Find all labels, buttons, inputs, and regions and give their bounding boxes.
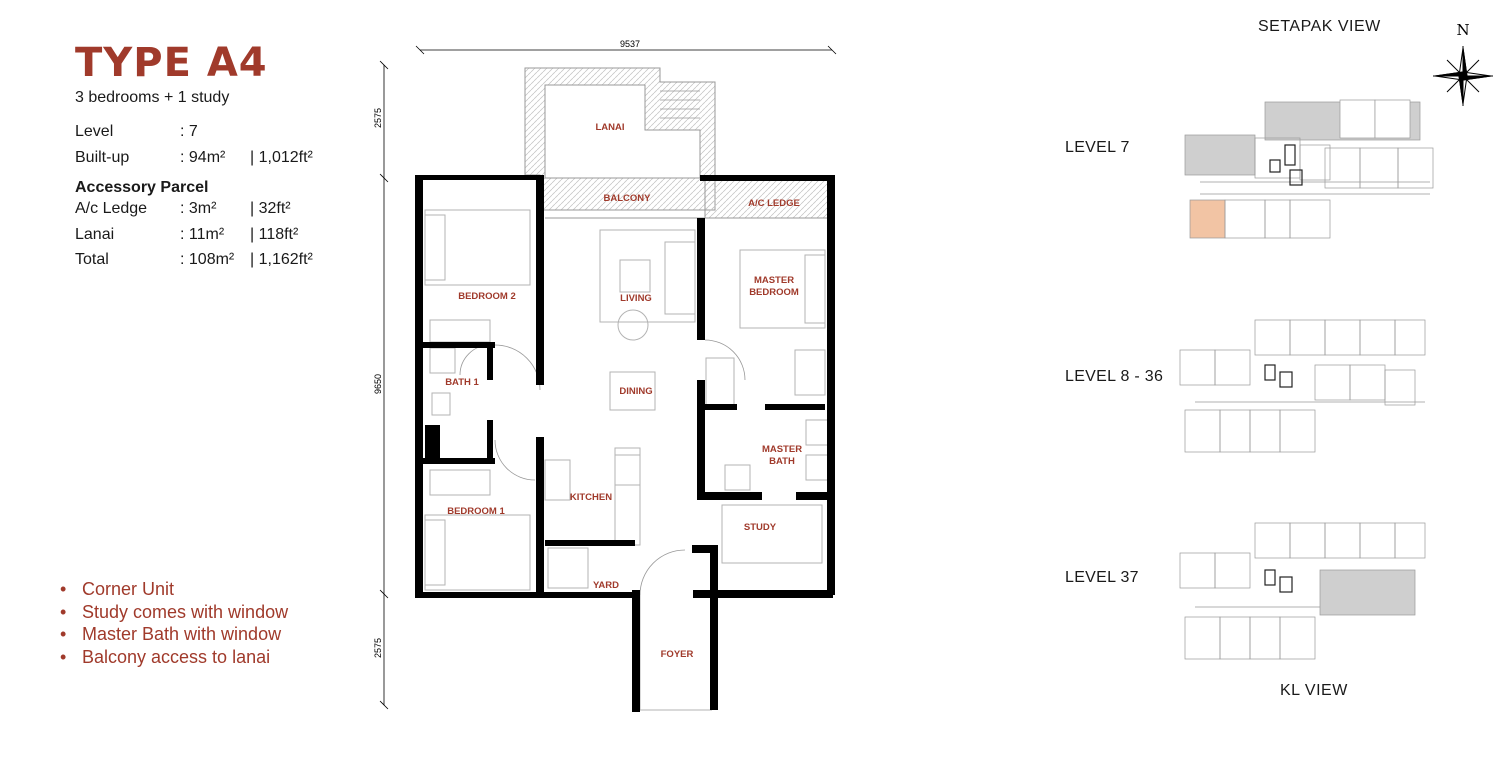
spec-value-metric: : 94m² <box>180 149 226 166</box>
bullet: • <box>60 624 67 644</box>
room-label-yard: YARD <box>593 580 619 591</box>
room-label-dining: DINING <box>619 386 652 397</box>
bullet: • <box>60 579 67 599</box>
level-label-37: LEVEL 37 <box>1065 569 1139 586</box>
room-label-master-bath-1: MASTER <box>762 444 802 455</box>
spec-label: A/c Ledge <box>75 200 148 217</box>
room-label-ac-ledge: A/C LEDGE <box>748 198 800 209</box>
kl-view-label: KL VIEW <box>1280 682 1348 699</box>
feature-list: • Corner Unit • Study comes with window • M… <box>60 578 288 668</box>
feature-text: Study comes with window <box>82 601 289 622</box>
spec-value-metric: : 3m² <box>180 200 217 217</box>
key-plan-level-7 <box>1184 99 1434 239</box>
feature-text: Balcony access to lanai <box>82 646 271 667</box>
feature-item: • Master Bath with window <box>60 623 288 646</box>
spec-label: Total <box>75 251 109 268</box>
room-label-foyer: FOYER <box>661 649 694 660</box>
spec-label: Level <box>75 123 114 140</box>
north-label: N <box>1456 21 1469 39</box>
floor-plan: 9537 2575 9650 2575 <box>373 40 837 712</box>
setapak-view-label: SETAPAK VIEW <box>1258 18 1381 35</box>
dim-bottom-label: 2575 <box>373 638 383 658</box>
room-label-bath-1: BATH 1 <box>445 377 479 388</box>
key-plan-level-8-36 <box>1179 319 1426 453</box>
spec-level: Level : 7 <box>75 123 198 141</box>
level-label-7: LEVEL 7 <box>1065 139 1130 156</box>
dim-height-label: 9650 <box>373 374 383 394</box>
feature-item: • Balcony access to lanai <box>60 646 288 669</box>
spec-value-imperial: | 1,012ft² <box>250 149 313 166</box>
key-plan-level-37 <box>1179 522 1426 660</box>
accessory-parcel-heading: Accessory Parcel <box>75 179 209 196</box>
spec-builtup: Built-up : 94m² | 1,012ft² <box>75 149 313 167</box>
spec-label: Lanai <box>75 226 115 243</box>
compass-rose-icon: N <box>1433 21 1493 106</box>
feature-item: • Corner Unit <box>60 578 288 601</box>
level-label-8-36: LEVEL 8 - 36 <box>1065 368 1164 385</box>
spec-value: : 7 <box>180 123 198 140</box>
room-label-bedroom-2: BEDROOM 2 <box>458 291 516 302</box>
room-label-master-bedroom-2: BEDROOM <box>749 287 799 298</box>
spec-total: Total : 108m² | 1,162ft² <box>75 251 313 269</box>
unit-type-title: TYPE A4 <box>75 40 268 86</box>
lanai-area <box>524 67 716 211</box>
spec-label: Built-up <box>75 149 130 166</box>
room-label-bedroom-1: BEDROOM 1 <box>447 506 505 517</box>
unit-subtitle: 3 bedrooms + 1 study <box>75 89 230 106</box>
feature-item: • Study comes with window <box>60 601 288 624</box>
room-label-master-bedroom-1: MASTER <box>754 275 794 286</box>
room-label-master-bath-2: BATH <box>769 456 795 467</box>
feature-text: Master Bath with window <box>82 624 282 644</box>
room-label-study: STUDY <box>744 522 777 533</box>
walls <box>415 175 835 712</box>
spec-ac-ledge: A/c Ledge : 3m² | 32ft² <box>75 200 291 218</box>
spec-value-imperial: | 1,162ft² <box>250 251 313 268</box>
room-label-lanai: LANAI <box>595 122 624 133</box>
spec-value-imperial: | 32ft² <box>250 200 291 217</box>
dim-width-label: 9537 <box>620 40 640 49</box>
room-label-kitchen: KITCHEN <box>570 492 612 503</box>
spec-value-metric: : 11m² <box>180 226 225 243</box>
bullet: • <box>60 601 67 622</box>
dim-top-label: 2575 <box>373 108 383 128</box>
ac-ledge-area <box>704 179 831 219</box>
furniture <box>424 209 829 711</box>
feature-text: Corner Unit <box>82 579 175 599</box>
spec-value-metric: : 108m² <box>180 251 235 268</box>
room-label-living: LIVING <box>620 293 652 304</box>
spec-lanai: Lanai : 11m² | 118ft² <box>75 226 298 244</box>
bullet: • <box>60 646 67 667</box>
dimension-lines <box>379 45 837 710</box>
spec-value-imperial: | 118ft² <box>250 226 299 243</box>
room-label-balcony: BALCONY <box>604 193 652 204</box>
